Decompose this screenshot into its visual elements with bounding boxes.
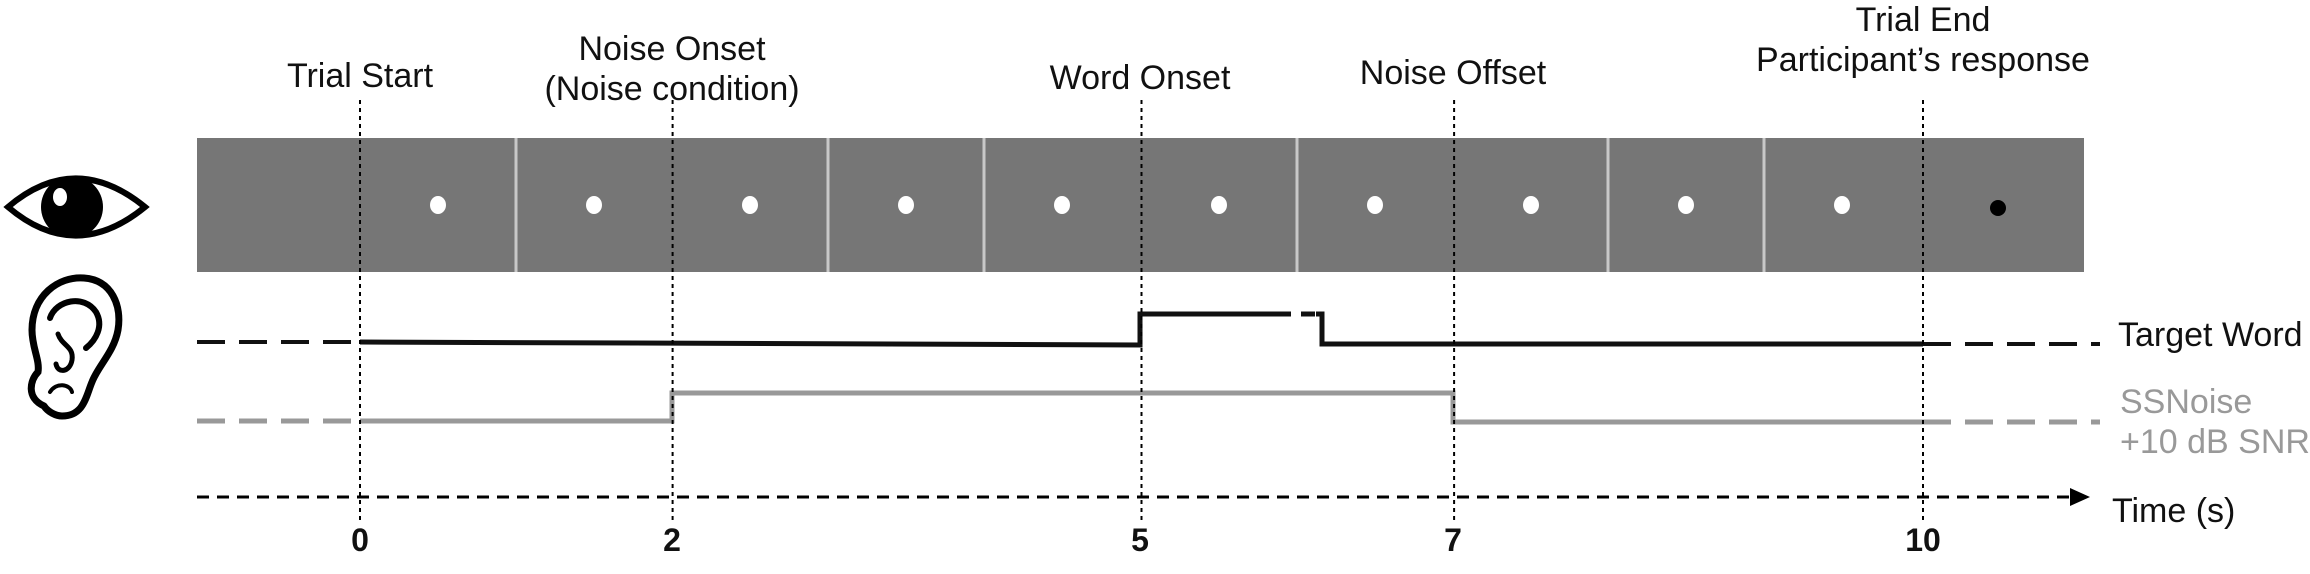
tick-label: 7 xyxy=(1444,522,1462,558)
noise-track-label: SSNoise +10 dB SNR xyxy=(2120,383,2310,461)
fixation-dot xyxy=(1054,196,1070,214)
fixation-dot xyxy=(742,196,758,214)
noise-onset-text: Noise Onset (Noise condition) xyxy=(544,30,800,108)
tick-label: 0 xyxy=(351,522,369,558)
eye-icon xyxy=(3,175,150,239)
noise-signal xyxy=(360,390,1923,425)
fixation-dot xyxy=(1367,196,1383,214)
fixation-dot xyxy=(430,196,446,214)
fixation-dot xyxy=(1523,196,1539,214)
target-word-signal xyxy=(359,311,1277,348)
event-label-trial-start: Trial Start xyxy=(286,57,434,95)
fixation-dot xyxy=(1834,196,1850,214)
event-label-word-onset: Word Onset xyxy=(1049,59,1231,97)
fixation-dot xyxy=(898,196,914,214)
fixation-dot xyxy=(1211,196,1227,214)
event-label-noise-onset: Noise Onset (Noise condition) xyxy=(544,29,799,109)
tick-label: 2 xyxy=(663,522,681,558)
fixation-dot-final xyxy=(1990,200,2006,216)
fixation-dot xyxy=(1678,196,1694,214)
target-word-signal-end xyxy=(1316,311,1923,347)
fixation-dot xyxy=(586,196,602,214)
trial-end-text: Trial End Participant’s response xyxy=(1756,1,2090,79)
target-word-label: Target Word xyxy=(2118,316,2303,354)
tick-label: 5 xyxy=(1131,522,1149,558)
event-label-trial-end: Trial End Participant’s response xyxy=(1756,0,2090,80)
time-axis-label: Time (s) xyxy=(2112,492,2236,530)
ear-icon xyxy=(27,274,123,420)
tick-label: 10 xyxy=(1905,522,1941,558)
event-label-noise-offset: Noise Offset xyxy=(1359,54,1547,92)
time-axis-arrowhead xyxy=(2070,488,2090,506)
